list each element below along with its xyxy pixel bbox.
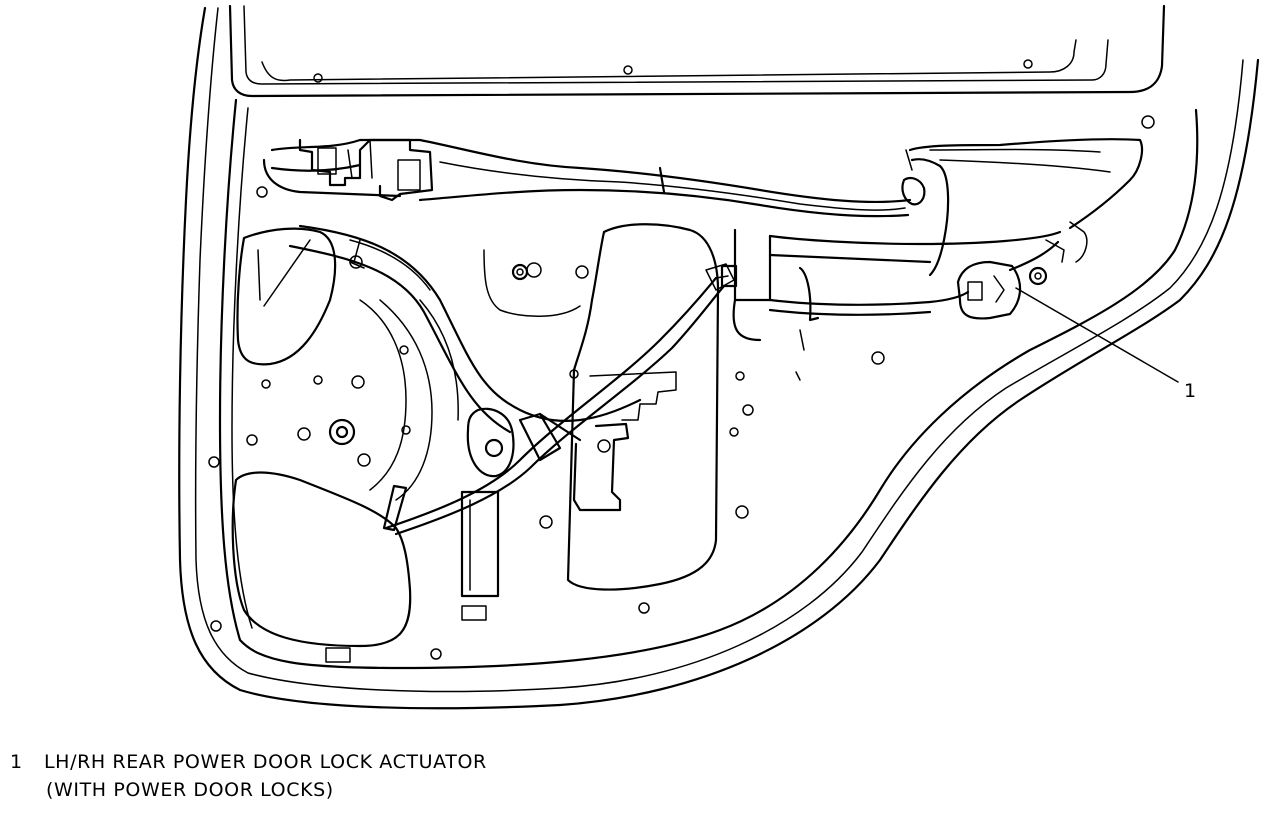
legend-item-number: 1 <box>10 751 23 773</box>
rear-door-inner-panel-diagram <box>178 4 1260 710</box>
lock-rod-cable <box>384 263 738 536</box>
legend: 1 LH/RH REAR POWER DOOR LOCK ACTUATOR (W… <box>10 748 487 804</box>
legend-item: 1 LH/RH REAR POWER DOOR LOCK ACTUATOR <box>10 748 487 776</box>
window-frame <box>228 4 1166 98</box>
callout-number-1: 1 <box>1184 380 1197 402</box>
right-fasteners <box>256 115 1155 614</box>
upper-center-recess <box>483 249 581 317</box>
window-regulator-track <box>288 224 642 434</box>
right-access-hole <box>566 223 720 591</box>
center-guide-rail <box>325 490 500 663</box>
lower-harness <box>732 228 1062 342</box>
legend-item-label-line1: LH/RH REAR POWER DOOR LOCK ACTUATOR <box>44 751 487 773</box>
regulator-motor <box>261 299 459 501</box>
legend-item-label-line2: (WITH POWER DOOR LOCKS) <box>46 779 334 801</box>
center-latch-recess <box>466 407 582 529</box>
power-door-lock-actuator <box>956 221 1088 320</box>
callout-leader-line-1 <box>1015 287 1179 383</box>
door-outer-shell <box>178 6 1260 710</box>
upper-left-access-hole <box>236 227 363 366</box>
upper-harness-channel <box>262 138 1144 277</box>
lower-left-access-hole <box>208 434 412 648</box>
inner-panel-border <box>218 98 1199 670</box>
